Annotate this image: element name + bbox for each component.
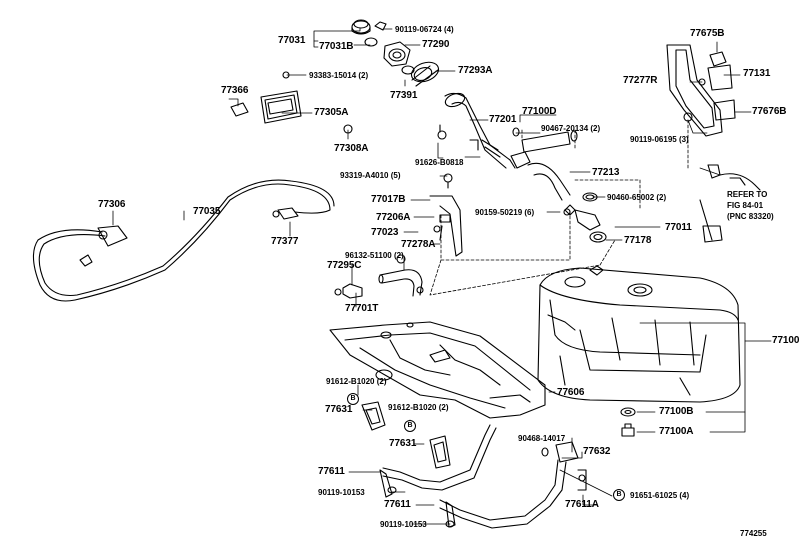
- part-label-91612-b1020-right: 91612-B1020 (2): [388, 403, 449, 412]
- release-cable: [32, 179, 335, 302]
- refer-note-line-2: FIG 84-01: [727, 201, 764, 210]
- dashed-lines: [429, 119, 689, 296]
- part-label-77100: 77100: [772, 335, 800, 346]
- part-label-77676b: 77676B: [752, 106, 787, 117]
- part-label-93383-15014: 93383-15014 (2): [309, 71, 369, 80]
- refer-note-line-3: (PNC 83320): [727, 212, 774, 221]
- part-label-90119-06195: 90119-06195 (3): [630, 135, 689, 144]
- part-label-77178: 77178: [624, 235, 652, 246]
- filler-cap-group: [351, 19, 440, 87]
- part-label-77366: 77366: [221, 85, 249, 96]
- part-label-77100a: 77100A: [659, 426, 694, 437]
- part-label-77611-upper: 77611: [318, 466, 345, 477]
- part-label-90119-10153-lower: 90119-10153: [380, 520, 427, 529]
- tank-small-parts: [620, 407, 636, 437]
- part-label-77611-lower: 77611: [384, 499, 411, 510]
- hose-77213: [527, 162, 607, 243]
- part-label-77031: 77031: [278, 35, 306, 46]
- part-label-77100b: 77100B: [659, 406, 694, 417]
- part-label-77100d: 77100D: [522, 106, 557, 117]
- part-label-77293a: 77293A: [458, 65, 493, 76]
- figure-number: 774255: [740, 529, 767, 538]
- part-label-90468-14017: 90468-14017: [518, 434, 566, 443]
- part-label-77011: 77011: [665, 222, 692, 233]
- part-label-77606: 77606: [557, 387, 585, 398]
- badge-b-1: B: [347, 393, 359, 405]
- part-label-77278a: 77278A: [401, 239, 436, 250]
- vent-hose: [334, 254, 424, 299]
- tank-straps: [361, 401, 587, 529]
- part-label-77213: 77213: [592, 167, 620, 178]
- part-label-77290: 77290: [422, 39, 450, 50]
- part-label-77035: 77035: [193, 206, 221, 217]
- part-label-90119-06724: 90119-06724 (4): [395, 25, 454, 34]
- part-label-77377: 77377: [271, 236, 299, 247]
- part-label-91626-b0818: 91626-B0818: [415, 158, 464, 167]
- part-label-77201: 77201: [489, 114, 517, 125]
- part-label-90159-50219: 90159-50219 (6): [475, 208, 535, 217]
- part-label-77391: 77391: [390, 90, 418, 101]
- leader-77031: [313, 27, 361, 42]
- part-label-77017b: 77017B: [371, 194, 406, 205]
- part-label-90460-65002: 90460-65002 (2): [607, 193, 667, 202]
- part-label-77023: 77023: [371, 227, 399, 238]
- part-label-77632: 77632: [583, 446, 611, 457]
- tank-protector: [329, 321, 546, 419]
- protector-group: [666, 44, 736, 137]
- part-label-77305a: 77305A: [314, 107, 349, 118]
- badge-b-3: B: [613, 489, 625, 501]
- part-label-91612-b1020-left: 91612-B1020 (2): [326, 377, 387, 386]
- part-label-77308a: 77308A: [334, 143, 369, 154]
- badge-b-2: B: [404, 420, 416, 432]
- part-label-77631-right: 77631: [389, 438, 417, 449]
- part-label-90119-10153-upper: 90119-10153: [318, 488, 365, 497]
- part-label-77206a: 77206A: [376, 212, 411, 223]
- part-label-77611a: 77611A: [565, 499, 599, 510]
- part-label-93319-a4010: 93319-A4010 (5): [340, 171, 401, 180]
- part-label-96132-51100: 96132-51100 (2): [345, 251, 404, 260]
- lid-group: [230, 71, 353, 134]
- leader-lines: [112, 27, 772, 525]
- part-label-90467-20134: 90467-20134 (2): [541, 124, 601, 133]
- part-label-77306: 77306: [98, 199, 126, 210]
- part-label-77675b: 77675B: [690, 28, 725, 39]
- refer-note-line-1: REFER TO: [727, 190, 768, 199]
- filler-pipe: [437, 92, 531, 169]
- part-label-77631-left: 77631: [325, 404, 353, 415]
- part-label-91651-61025: 91651-61025 (4): [630, 491, 690, 500]
- bracket-group: [429, 173, 463, 257]
- part-label-77031b: 77031B: [319, 41, 354, 52]
- part-label-77277r: 77277R: [623, 75, 658, 86]
- fuel-tank: [537, 265, 741, 403]
- part-label-77131: 77131: [743, 68, 771, 79]
- part-label-77701t: 77701T: [345, 303, 379, 314]
- part-label-77295c: 77295C: [327, 260, 362, 271]
- sender-wire: [699, 164, 761, 243]
- hose-77100d: [512, 127, 578, 153]
